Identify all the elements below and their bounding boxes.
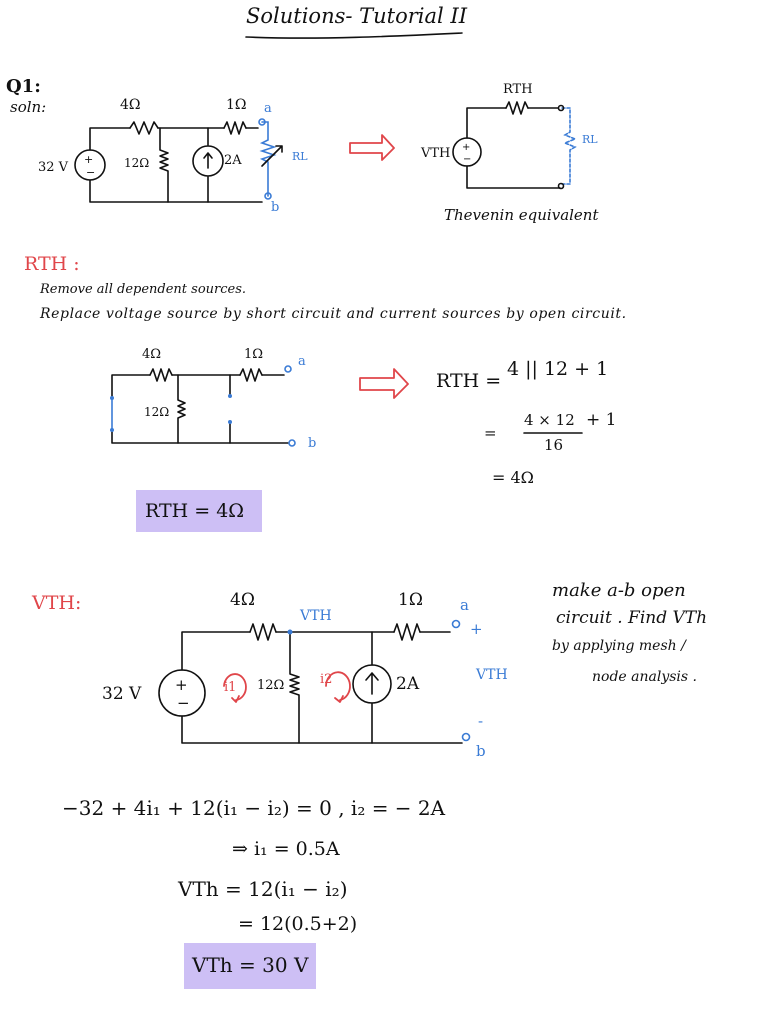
svg-text:−: − bbox=[86, 166, 95, 179]
soln-label: soln: bbox=[10, 98, 47, 116]
vth-out-label: VTH bbox=[476, 667, 508, 683]
c1-r1-label: 4Ω bbox=[120, 97, 141, 113]
rth-eq-2-denominator: 16 bbox=[544, 436, 564, 454]
c1-r2-label: 1Ω bbox=[226, 97, 247, 113]
vth-result: VTh = 30 V bbox=[192, 953, 309, 977]
vth-mesh-2: i2 bbox=[320, 672, 333, 687]
rth-node-b: b bbox=[308, 436, 317, 451]
rth-step-2: Replace voltage source by short circuit … bbox=[40, 306, 627, 322]
svg-text:+: + bbox=[462, 142, 470, 153]
svg-text:−: − bbox=[463, 154, 471, 165]
c1-isrc-label: 2A bbox=[224, 153, 242, 168]
svg-text:−: − bbox=[177, 694, 190, 712]
rth-r2-label: 1Ω bbox=[244, 347, 264, 362]
thevenin-caption: Thevenin equivalent bbox=[444, 206, 599, 224]
rth-r3-label: 12Ω bbox=[144, 405, 170, 419]
vth-r2-label: 1Ω bbox=[398, 590, 423, 610]
vth-heading: VTH: bbox=[32, 592, 82, 614]
page-title: Solutions- Tutorial II bbox=[246, 4, 468, 28]
c1-load-label: RL bbox=[292, 150, 308, 163]
thevenin-rth-label: RTH bbox=[503, 82, 533, 97]
vth-node-b: b bbox=[476, 742, 486, 760]
rth-result-highlight bbox=[136, 490, 262, 532]
rth-eq-lhs: RTH = bbox=[436, 370, 502, 392]
c1-node-b: b bbox=[271, 200, 280, 215]
current-source-1 bbox=[192, 145, 224, 177]
vth-eq-3: VTh = 12(i₁ − i₂) bbox=[178, 877, 348, 901]
vth-eq-2: ⇒ i₁ = 0.5A bbox=[232, 838, 340, 860]
vth-minus: - bbox=[478, 712, 484, 730]
vth-eq-1: −32 + 4i₁ + 12(i₁ − i₂) = 0 , i₂ = − 2A bbox=[62, 796, 446, 820]
rth-eq-1: 4 || 12 + 1 bbox=[507, 358, 609, 380]
vth-note-line-4: node analysis . bbox=[592, 669, 697, 685]
c1-r3-label: 12Ω bbox=[124, 156, 150, 170]
vth-isrc-label: 2A bbox=[396, 674, 420, 694]
rth-step-1: Remove all dependent sources. bbox=[40, 282, 247, 297]
rth-node-a: a bbox=[298, 354, 306, 369]
thevenin-load-label: RL bbox=[582, 133, 598, 146]
vth-vsrc-label: 32 V bbox=[102, 684, 142, 704]
vth-r1-label: 4Ω bbox=[230, 590, 255, 610]
vth-eq-4: = 12(0.5+2) bbox=[238, 913, 358, 935]
rth-result: RTH = 4Ω bbox=[145, 500, 245, 522]
rth-r1-label: 4Ω bbox=[142, 347, 162, 362]
c1-node-a: a bbox=[264, 101, 272, 116]
vth-plus: + bbox=[470, 620, 483, 638]
vth-r3-label: 12Ω bbox=[257, 678, 285, 693]
svg-text:+: + bbox=[175, 676, 188, 694]
vth-note-line-3: by applying mesh / bbox=[552, 638, 686, 654]
vth-mesh-1: i1 bbox=[224, 680, 237, 695]
svg-text:+: + bbox=[84, 153, 93, 166]
vth-node-label: VTH bbox=[300, 608, 332, 624]
vth-result-highlight bbox=[184, 943, 316, 989]
rth-eq-2-equals: = bbox=[484, 424, 497, 442]
vth-note-line-2: circuit . Find VTh bbox=[556, 608, 708, 628]
rth-eq-2-numerator: 4 × 12 bbox=[524, 411, 575, 429]
vth-node-a: a bbox=[460, 596, 469, 614]
vth-note-line-1: make a-b open bbox=[552, 580, 686, 601]
rth-eq-2-plus: + 1 bbox=[586, 410, 617, 430]
thevenin-vth-label: VTH bbox=[421, 146, 451, 161]
rth-heading: RTH : bbox=[24, 253, 80, 275]
question-label: Q1: bbox=[6, 76, 41, 97]
rth-eq-3: = 4Ω bbox=[492, 468, 534, 487]
c1-vsrc-label: 32 V bbox=[38, 160, 69, 175]
voltage-source-1 bbox=[74, 149, 106, 181]
